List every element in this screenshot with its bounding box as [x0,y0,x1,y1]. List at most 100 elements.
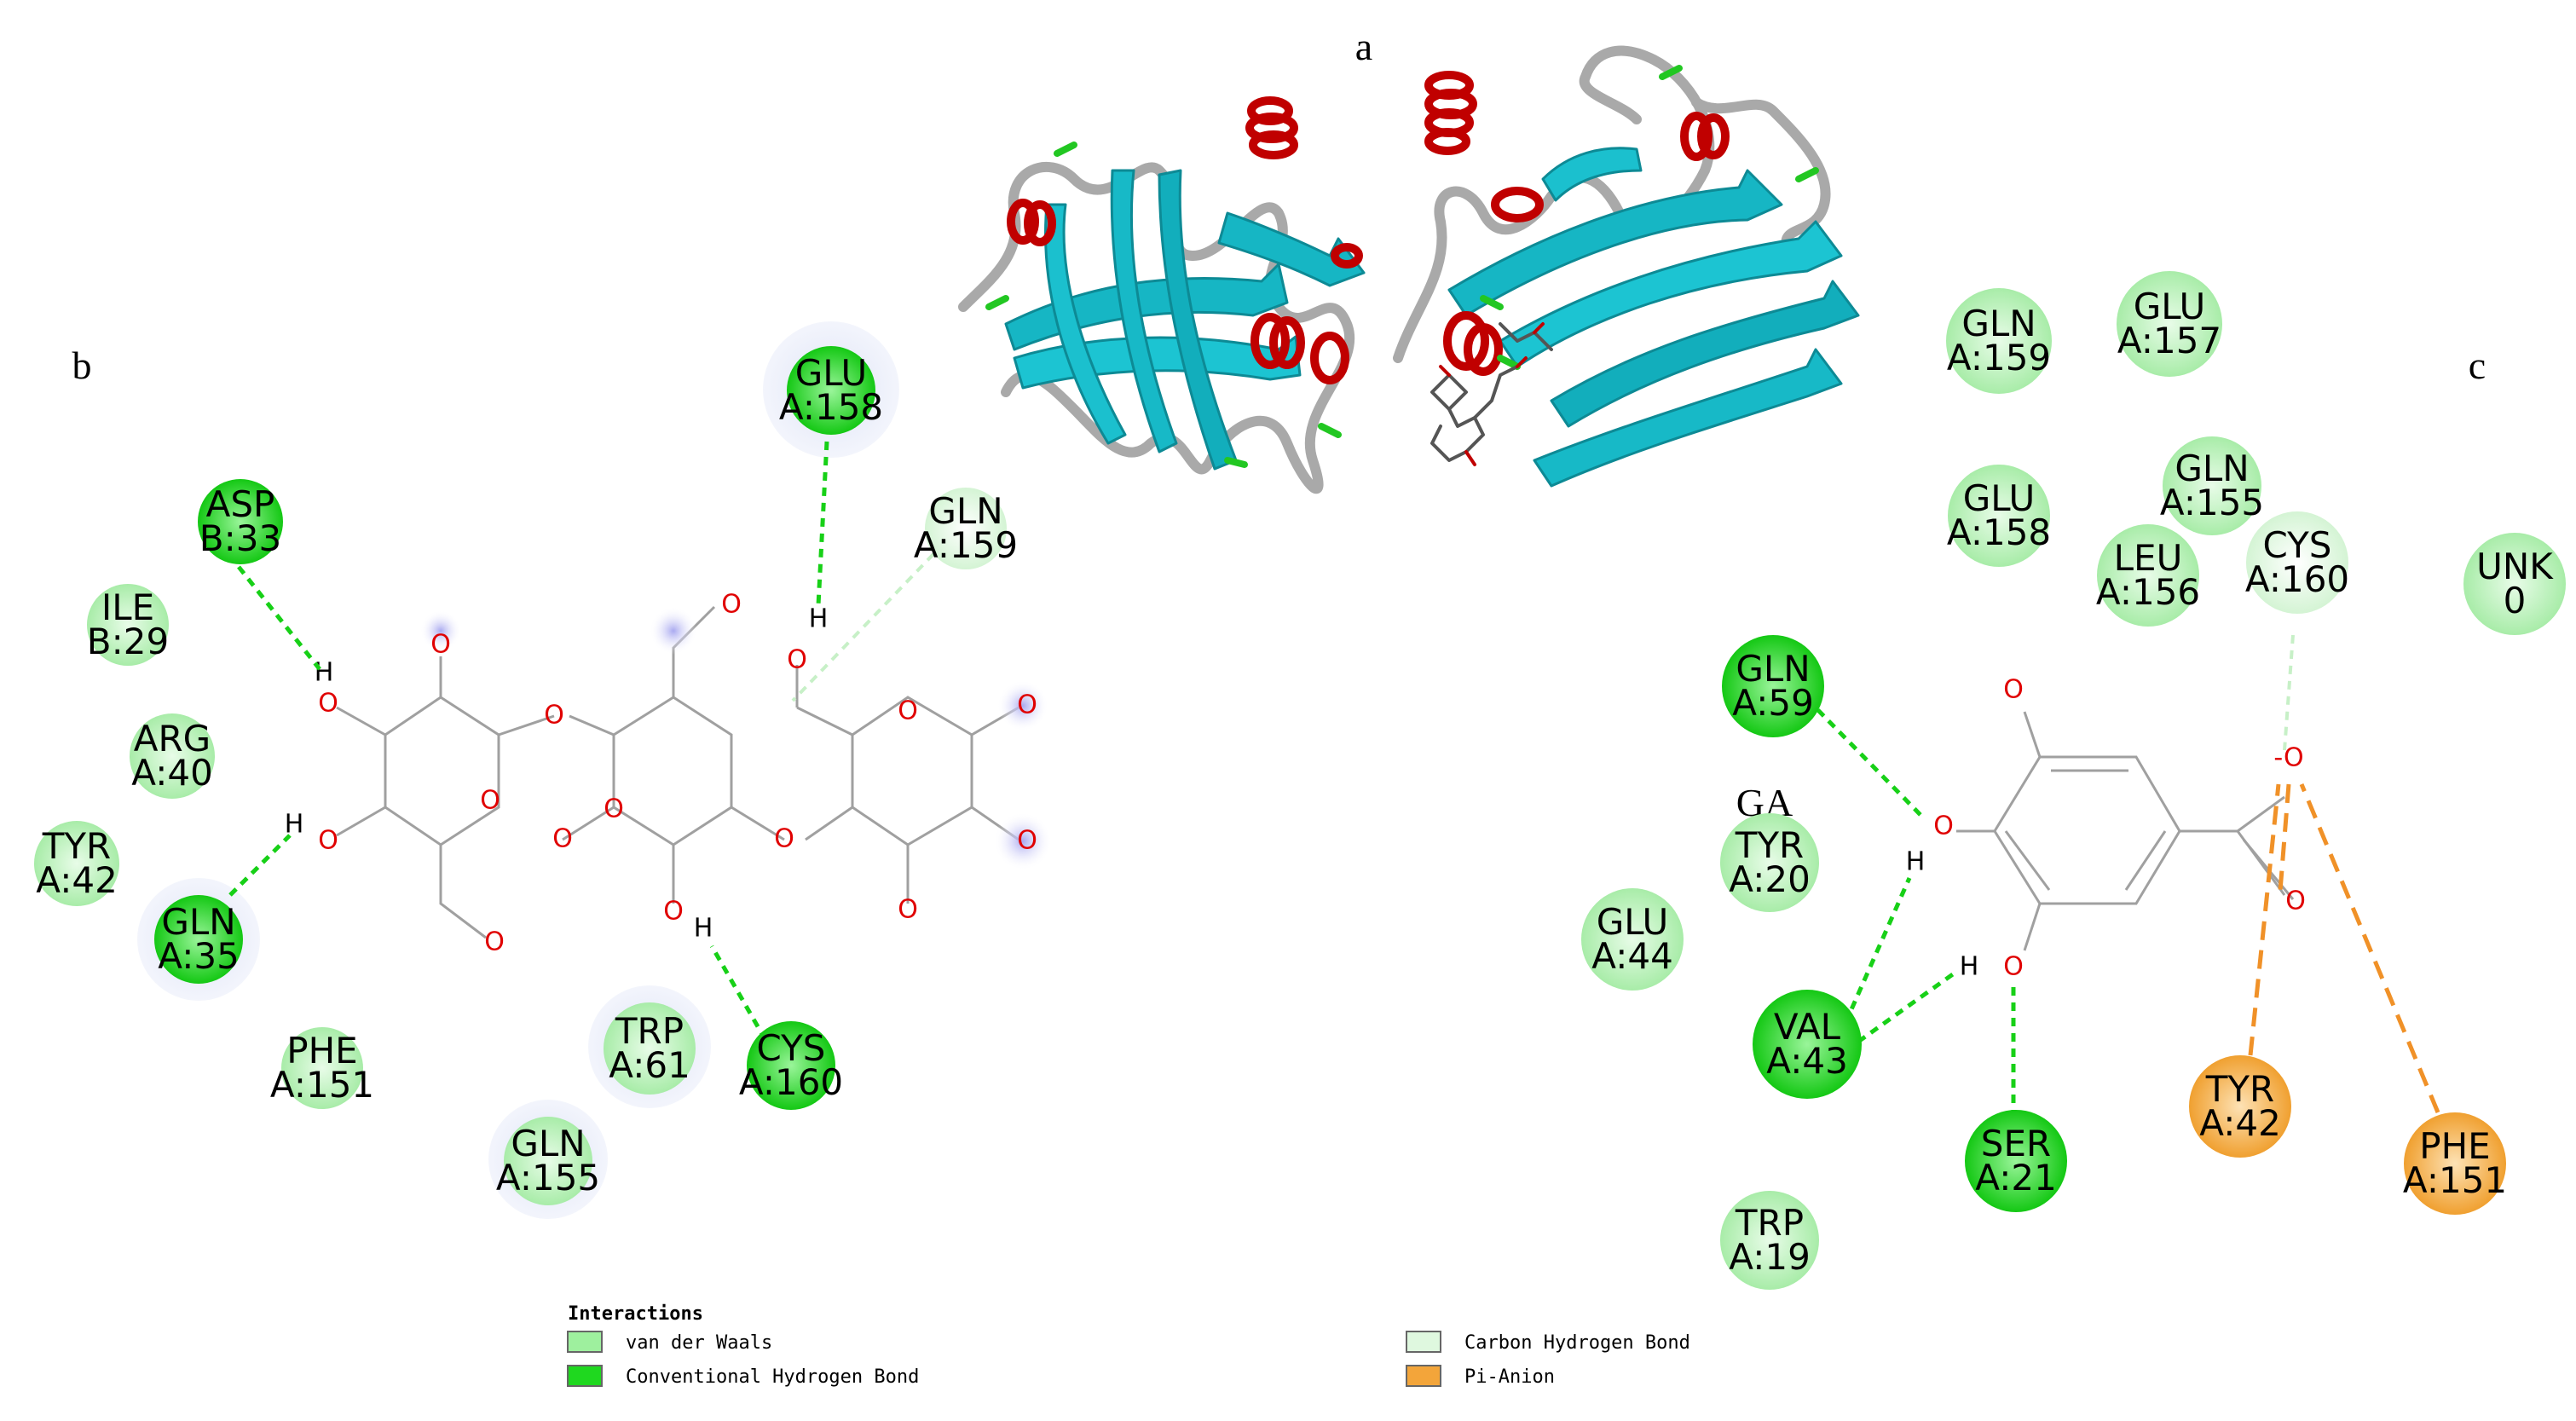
residue-id: A:42 [36,859,118,901]
residue-circle [747,1021,835,1110]
residue-name: GLN [2175,448,2249,489]
legend-item: Carbon Hydrogen Bond [1406,1331,1690,1354]
hbond-line [237,565,321,671]
oxygen-atom: O [774,824,794,854]
residue-id: A:42 [2199,1102,2281,1144]
residue-circle [2117,271,2222,377]
hbond-line [816,441,829,606]
residue-circle [787,346,875,435]
protein-structure-illustration [958,45,1860,494]
residue-circle [198,479,283,564]
oxygen-atom: O [484,927,505,957]
residue-id: A:160 [739,1061,843,1103]
hydrogen-atom: H [285,810,304,840]
residue-id: A:157 [2117,320,2221,361]
carbon-hbond-line [791,552,935,702]
oxygen-atom: O [2003,675,2024,705]
residue-name: UNK [2476,546,2554,587]
residue-name: LEU [2114,537,2183,579]
oxygen-atom: O [1933,812,1954,841]
oxygen-atom: O [480,786,500,816]
legend-item: Pi-Anion [1406,1365,1555,1388]
solvent-exposure-dot [994,812,1052,870]
legend-swatch [567,1331,603,1353]
residue-id: A:43 [1766,1040,1848,1082]
residue-circle [1753,990,1862,1099]
residue-id: A:155 [2160,482,2264,523]
oxygen-atom: O [318,689,338,719]
residue-id: A:44 [1591,935,1673,977]
residue-name: ARG [134,718,211,760]
hbond-line [1805,697,1924,818]
residue-name: PHE [2419,1125,2490,1167]
residue-name: VAL [1774,1006,1841,1048]
residue-circle [1720,813,1819,912]
panel-label-c: c [2469,344,2486,387]
oxygen-atom: O [2285,887,2306,916]
residue-name: TRP [615,1010,684,1052]
residue-name: CYS [2263,524,2332,566]
residue-id: A:156 [2096,571,2200,613]
hbond-line [228,834,292,897]
legend-label: Pi-Anion [1464,1366,1555,1388]
residue-circle [1948,465,2050,567]
ligand-c-skeleton [1956,711,2295,951]
oxygen-atom: O [787,645,807,675]
residue-name: GLN [161,901,235,943]
residue-name: SER [1981,1123,2051,1164]
residue-id: A:40 [131,752,213,794]
residue-id: A:158 [779,386,883,428]
residue-id: A:158 [1947,511,2051,553]
legend-title: Interactions [568,1303,703,1325]
legend-label: Carbon Hydrogen Bond [1464,1332,1690,1354]
residue-name: GLN [1736,648,1810,690]
residue-id: A:59 [1732,682,1814,724]
residue-id: A:19 [1729,1236,1811,1278]
residue-name: ASP [206,483,275,525]
legend-swatch [1406,1365,1441,1387]
pi-anion-line [2278,783,2291,892]
residue-name: GLN [928,490,1002,532]
residue-name: GLU [1597,901,1669,943]
residue-circle [2463,533,2566,635]
residue-circle [34,821,119,906]
residue-name: GLN [511,1123,585,1164]
oxygen-atom: O [898,696,918,726]
residue-name: GLU [1963,477,2036,519]
residue-id: A:159 [914,524,1018,566]
legend-item: van der Waals [567,1331,772,1354]
residue-circle [1965,1110,2067,1212]
legend-swatch [1406,1331,1441,1353]
oxygen-atom: O [1017,826,1037,856]
residue-circle [604,1002,696,1095]
residue-circle [2163,436,2261,535]
legend-label: van der Waals [626,1332,772,1354]
oxygen-atom: O [552,824,573,854]
hydrogen-atom: H [694,914,713,944]
residue-circle [504,1117,592,1205]
residue-id: A:160 [2245,558,2349,600]
residue-name: GLU [795,352,868,394]
legend-swatch [567,1365,603,1387]
residue-name: TYR [2205,1068,2275,1110]
